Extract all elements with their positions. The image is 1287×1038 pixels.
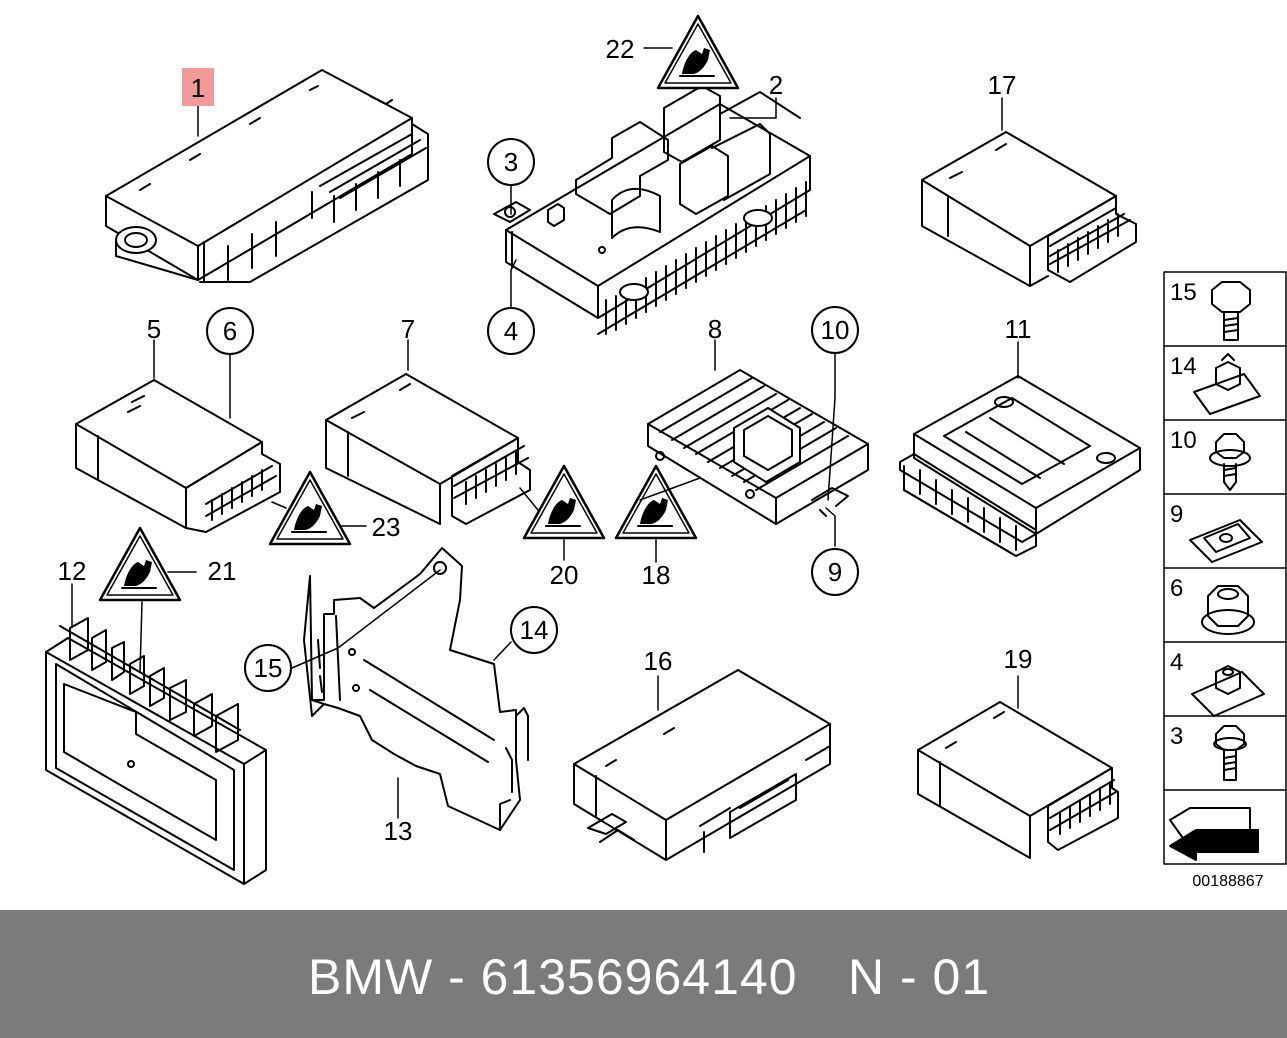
callout-4-circle (487, 307, 535, 355)
callout-3-circle (487, 138, 535, 186)
warning-triangle-18 (614, 464, 698, 540)
callout-11[interactable]: 11 (1005, 314, 1032, 344)
part-13-mounting-bracket (303, 547, 529, 831)
part-number-footer: BMW - 61356964140 N - 01 (0, 910, 1287, 1038)
callout-21[interactable]: 21 (208, 556, 237, 586)
part-11-control-module (899, 375, 1141, 557)
brand-part-number: BMW - 61356964140 (308, 949, 798, 1005)
callout-6-circle (206, 307, 254, 355)
fastener-legend: 15 14 10 9 6 (1163, 271, 1287, 865)
exploded-parts-diagram: 1 2 3 4 5 6 7 8 9 10 11 12 13 14 15 16 1… (45, 14, 1287, 890)
callout-13[interactable]: 13 (384, 816, 413, 846)
legend-label-15: 15 (1170, 279, 1197, 306)
callout-10-circle (811, 306, 859, 354)
part-1-junction-box (105, 69, 429, 283)
part-8-heatsink-module (647, 369, 869, 525)
callout-1-highlight (182, 68, 214, 106)
part-2-fuse-carrier (493, 85, 811, 335)
callout-9[interactable]: 9 (828, 557, 842, 587)
callout-14-circle (510, 606, 558, 654)
leader-lines (71, 47, 1019, 819)
hex-nut-icon (1201, 585, 1255, 635)
callout-2[interactable]: 2 (769, 70, 783, 100)
callout-8[interactable]: 8 (708, 314, 722, 344)
callout-15-circle (244, 644, 292, 692)
spring-nut-icon (1189, 519, 1263, 563)
clip-nut-icon (1193, 353, 1261, 415)
legend-label-10: 10 (1170, 427, 1197, 454)
cage-nut-icon (1191, 665, 1265, 717)
part-5-control-module (75, 379, 281, 533)
diagram-suffix: N - 01 (848, 949, 991, 1005)
callout-3[interactable]: 3 (504, 147, 518, 177)
callout-22[interactable]: 22 (606, 34, 635, 64)
callout-6[interactable]: 6 (223, 316, 237, 346)
callout-16[interactable]: 16 (644, 646, 673, 676)
callout-17[interactable]: 17 (988, 70, 1017, 100)
callout-19[interactable]: 19 (1004, 644, 1033, 674)
callout-10[interactable]: 10 (821, 315, 850, 345)
callout-1[interactable]: 1 (191, 73, 205, 103)
legend-label-3: 3 (1170, 723, 1183, 750)
flange-screw-icon (1209, 433, 1251, 491)
part-12-control-unit (45, 617, 267, 885)
warning-triangle-20 (522, 464, 606, 540)
legend-label-6: 6 (1170, 575, 1183, 602)
bolt-icon (1211, 281, 1251, 341)
warning-triangle-22 (656, 14, 740, 90)
callout-9-circle (811, 548, 859, 596)
diagram-code: 00188867 (1192, 873, 1263, 890)
warning-triangle-23 (268, 470, 352, 546)
callout-14[interactable]: 14 (520, 615, 549, 645)
part-7-control-module (325, 373, 531, 525)
callout-15[interactable]: 15 (254, 653, 283, 683)
callout-5[interactable]: 5 (147, 314, 161, 344)
arrow-shim-icon (1169, 807, 1259, 861)
part-16-control-module (573, 669, 831, 861)
warning-triangle-21 (98, 526, 182, 602)
callout-4[interactable]: 4 (504, 316, 518, 346)
part-17-control-module (921, 131, 1137, 287)
callout-18[interactable]: 18 (642, 560, 671, 590)
part-19-control-module (917, 701, 1119, 859)
legend-label-4: 4 (1170, 649, 1183, 676)
callout-7[interactable]: 7 (401, 314, 415, 344)
callout-12[interactable]: 12 (58, 556, 87, 586)
legend-label-9: 9 (1170, 501, 1183, 528)
callout-20[interactable]: 20 (550, 560, 579, 590)
callout-23[interactable]: 23 (372, 512, 401, 542)
bolt-icon (1213, 725, 1247, 781)
legend-label-14: 14 (1170, 353, 1197, 380)
